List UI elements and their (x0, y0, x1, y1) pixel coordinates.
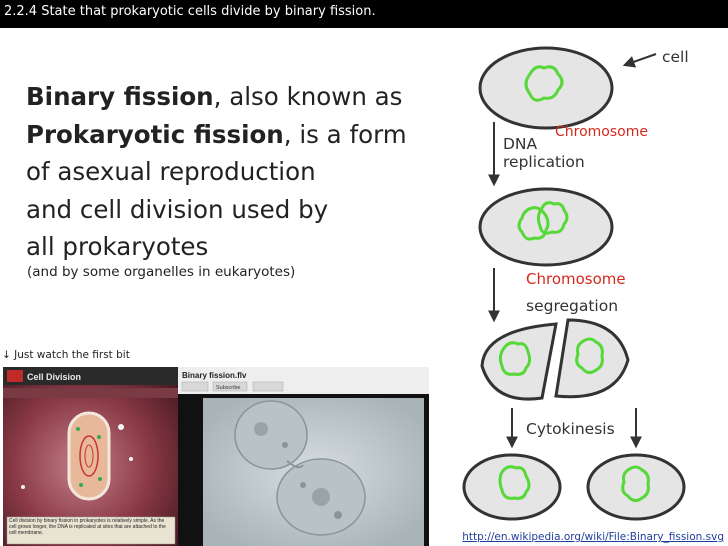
label-dna: DNA (503, 135, 538, 153)
chromosome-stage-2a (536, 201, 569, 235)
label-segregation: segregation (526, 297, 618, 315)
definition-line-4: and cell division used by (26, 194, 329, 224)
cell-pointer-arrow (622, 53, 657, 68)
chromosome-stage-3a (498, 341, 532, 376)
subscribe-label: Subscribe (216, 385, 240, 391)
cell-stage-3-left (480, 322, 558, 401)
chromosome-stage-1 (524, 65, 564, 102)
video-frame: Cell Division Cell division by binary fi… (3, 367, 429, 546)
definition-line-3: of asexual reproduction (26, 157, 316, 186)
eukaryote-note: (and by some organelles in eukaryotes) (27, 264, 296, 280)
term-prokaryotic-fission: Prokaryotic fission (26, 119, 284, 149)
capsule-cell-icon (67, 411, 111, 501)
header-bar: 2.2.4 State that prokaryotic cells divid… (0, 0, 728, 28)
cell-stage-3-right (554, 318, 630, 399)
header-title: 2.2.4 State that prokaryotic cells divid… (4, 4, 376, 19)
definition-line-1: Binary fission, also known as (26, 78, 466, 116)
chromosome-stage-3b (575, 337, 604, 375)
line-2-rest: , is a form (283, 119, 407, 149)
daughter-cell-right (586, 453, 686, 521)
label-replication: replication (503, 153, 585, 171)
definition-text: Binary fission, also known as Prokaryoti… (26, 78, 466, 266)
definition-line-5: all prokaryotes (26, 232, 209, 261)
video-caption: Cell division by binary fission in proka… (9, 518, 166, 536)
cell-stage-1 (478, 46, 614, 130)
publisher-logo (7, 370, 23, 382)
watch-hint: ↓ Just watch the first bit (2, 349, 130, 361)
daughter-cell-left (462, 453, 562, 521)
line-1-rest: , also known as (213, 82, 403, 111)
fission-diagram-svg: cell DNA replication Chromosome Chromoso… (462, 46, 689, 521)
chromosome-daughter-left (498, 465, 531, 500)
label-cell: cell (662, 48, 689, 66)
video-embed[interactable]: Cell Division Cell division by binary fi… (3, 367, 429, 546)
subscribe-button[interactable] (212, 381, 248, 392)
source-link[interactable]: http://en.wikipedia.org/wiki/File:Binary… (462, 531, 724, 543)
label-cytokinesis: Cytokinesis (526, 420, 615, 438)
term-binary-fission: Binary fission (26, 82, 214, 111)
label-chromosome-1: Chromosome (555, 124, 648, 140)
video-left-title: Cell Division (27, 372, 81, 382)
video-right-title: Binary fission.flv (182, 371, 247, 380)
chromosome-stage-2b (517, 206, 550, 241)
binary-fission-diagram: cell DNA replication Chromosome Chromoso… (432, 30, 728, 530)
definition-line-2: Prokaryotic fission, is a form (26, 116, 466, 154)
label-chromosome-2: Chromosome (526, 270, 626, 288)
chromosome-daughter-right (621, 465, 650, 503)
